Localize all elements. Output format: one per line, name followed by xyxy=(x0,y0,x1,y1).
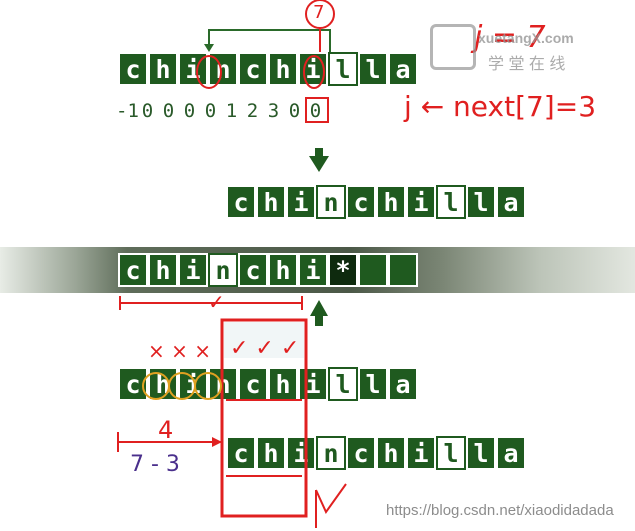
circle-h xyxy=(142,372,170,400)
up-arrow xyxy=(310,300,328,316)
text-cell-2: i xyxy=(178,253,208,287)
aligned-cell-5: h xyxy=(376,436,406,470)
circle-n2 xyxy=(194,372,222,400)
aligned-cell-9: a xyxy=(496,436,526,470)
circle-seven-label: 7 xyxy=(313,2,325,23)
j-next-annotation: j ← next[7]=3 xyxy=(404,90,597,123)
next-value-5: 1 xyxy=(225,100,238,122)
next-value-7: 3 xyxy=(267,100,280,122)
text-cell-7: * xyxy=(328,253,358,287)
check-under-bracket: ✓ xyxy=(208,290,225,314)
box-three xyxy=(305,97,329,123)
compare-cell-9: a xyxy=(388,367,418,401)
text-cell-9 xyxy=(388,253,418,287)
top-cell-7: l xyxy=(328,52,358,86)
next-value-4: 0 xyxy=(204,100,217,122)
circle-i xyxy=(168,372,196,400)
shifted-cell-9: a xyxy=(496,185,526,219)
next-value-3: 0 xyxy=(183,100,196,122)
next-value-2: 0 xyxy=(162,100,175,122)
aligned-cell-6: i xyxy=(406,436,436,470)
aligned-cell-1: h xyxy=(256,436,286,470)
aligned-cell-3: n xyxy=(316,436,346,470)
next-value-1: 0 xyxy=(141,100,154,122)
aligned-cell-2: i xyxy=(286,436,316,470)
compare-window xyxy=(220,318,308,518)
shift-arrow xyxy=(208,29,331,52)
shifted-cell-1: h xyxy=(256,185,286,219)
text-cell-5: h xyxy=(268,253,298,287)
top-cell-6: i xyxy=(298,52,328,86)
shifted-cell-4: c xyxy=(346,185,376,219)
compare-cell-0: c xyxy=(118,367,148,401)
watermark-brand: xuetangX.com xyxy=(478,30,574,46)
next-value-6: 2 xyxy=(246,100,259,122)
down-arrow xyxy=(309,156,329,172)
top-cell-8: l xyxy=(358,52,388,86)
check-bottom xyxy=(315,483,347,514)
shifted-cell-5: h xyxy=(376,185,406,219)
shifted-cell-6: i xyxy=(406,185,436,219)
top-cell-9: a xyxy=(388,52,418,86)
j-equals-seven: j = 7 xyxy=(474,20,546,55)
text-cell-0: c xyxy=(118,253,148,287)
aligned-cell-4: c xyxy=(346,436,376,470)
shifted-cell-3: n xyxy=(316,185,346,219)
next-value-8: 0 xyxy=(288,100,301,122)
next-value-0: -1 xyxy=(116,100,139,122)
checks: ✓ ✓ ✓ xyxy=(230,336,300,361)
top-cell-1: h xyxy=(148,52,178,86)
shifted-cell-0: c xyxy=(226,185,256,219)
shifted-cell-7: l xyxy=(436,185,466,219)
aligned-cell-0: c xyxy=(226,436,256,470)
top-cell-0: c xyxy=(118,52,148,86)
shift-arrow-head xyxy=(204,44,214,52)
top-cell-2: i xyxy=(178,52,208,86)
next-value-9: 0 xyxy=(309,100,322,122)
aligned-cell-8: l xyxy=(466,436,496,470)
compare-cell-7: l xyxy=(328,367,358,401)
watermark-cn: 学 堂 在 线 xyxy=(488,56,566,73)
top-cell-4: c xyxy=(238,52,268,86)
shifted-cell-2: i xyxy=(286,185,316,219)
compare-cell-8: l xyxy=(358,367,388,401)
circle-l xyxy=(303,55,325,89)
circle-n xyxy=(196,55,222,89)
crosses: × × × xyxy=(148,339,211,363)
text-cell-3: n xyxy=(208,253,238,287)
aligned-cell-7: l xyxy=(436,436,466,470)
text-cell-8 xyxy=(358,253,388,287)
four-label: 4 xyxy=(158,416,174,444)
compare-cell-5: h xyxy=(268,367,298,401)
seven-minus-three: 7 - 3 xyxy=(130,452,180,477)
compare-cell-6: i xyxy=(298,367,328,401)
text-cell-6: i xyxy=(298,253,328,287)
shifted-cell-8: l xyxy=(466,185,496,219)
watermark-url: https://blog.csdn.net/xiaodidadada xyxy=(386,502,614,519)
text-cell-1: h xyxy=(148,253,178,287)
top-cell-5: h xyxy=(268,52,298,86)
watermark-icon xyxy=(430,24,476,70)
text-cell-4: c xyxy=(238,253,268,287)
